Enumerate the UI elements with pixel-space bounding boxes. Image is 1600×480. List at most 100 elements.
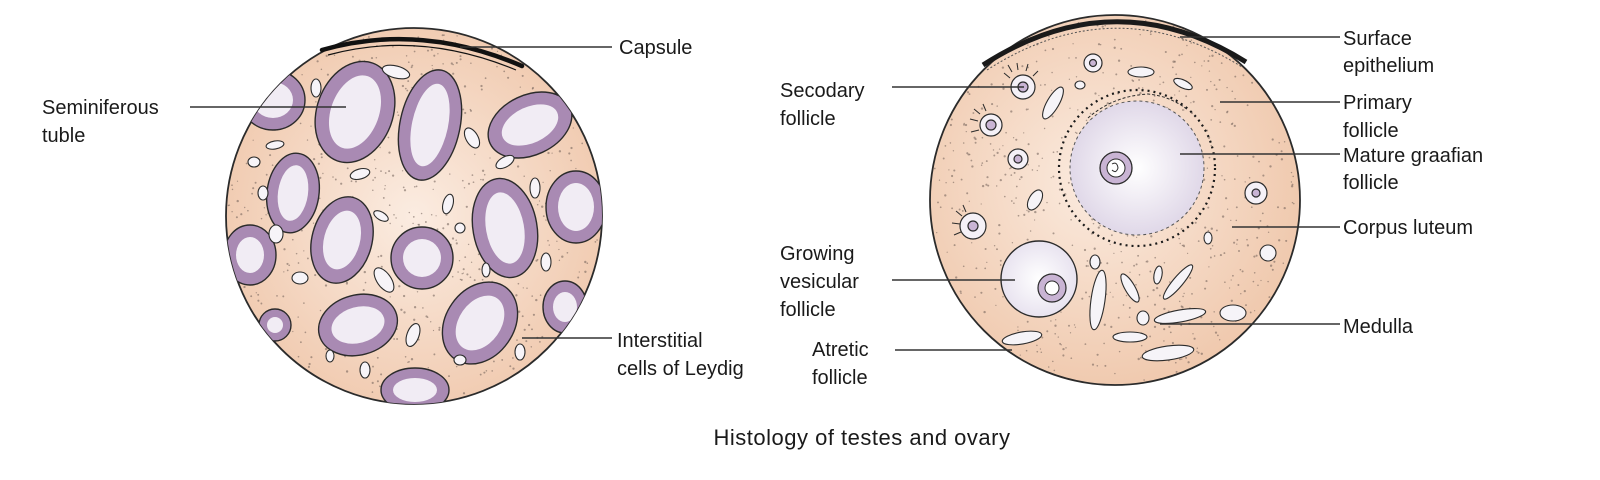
stroma-dot [376, 380, 379, 383]
stroma-dot [1251, 81, 1254, 84]
stroma-dot [1258, 160, 1260, 163]
stroma-dot [1175, 227, 1178, 229]
stroma-dot [989, 143, 992, 145]
stroma-dot [942, 157, 945, 160]
stroma-dot [967, 153, 970, 156]
stroma-dot [547, 151, 550, 155]
stroma-dot [551, 152, 553, 154]
stroma-dot [1104, 24, 1106, 27]
stroma-dot [1233, 124, 1236, 128]
tubule [390, 226, 454, 290]
stroma-dot [1205, 88, 1209, 91]
stroma-dot [1208, 55, 1211, 57]
stroma-dot [1145, 261, 1147, 263]
stroma-dot [536, 258, 539, 261]
stroma-dot [981, 184, 985, 188]
stroma-dot [326, 73, 329, 76]
stroma-dot [1026, 209, 1028, 212]
stroma-dot [1213, 311, 1215, 313]
surface-epithelium [981, 19, 1248, 68]
stroma-dot [413, 318, 416, 321]
stroma-dot [1153, 325, 1157, 329]
stroma-dot [530, 346, 533, 348]
stroma-dot [1146, 295, 1149, 298]
stroma-dot [1027, 164, 1029, 166]
stroma-dot [389, 296, 391, 298]
stroma-dot [1138, 274, 1141, 276]
stroma-dot [426, 49, 430, 52]
stroma-dot [539, 294, 542, 297]
stroma-dot [1020, 175, 1023, 179]
stroma-dot [1285, 239, 1288, 242]
stroma-dot [410, 66, 413, 69]
medulla-vessels [1001, 66, 1277, 362]
stroma-dot [1149, 335, 1152, 338]
stroma-dot [1219, 254, 1222, 257]
stroma-dot [516, 339, 518, 341]
stroma-dot [1141, 87, 1144, 89]
stroma-dot [974, 141, 977, 144]
stroma-dot [1120, 250, 1122, 253]
stroma-dot [479, 373, 482, 376]
stroma-dot [411, 64, 414, 67]
stroma-dot [961, 209, 964, 212]
tubule [317, 293, 399, 357]
label-atretic-follicle: Atretic [812, 339, 869, 361]
stroma-dot [236, 180, 239, 182]
stroma-dot [966, 192, 969, 195]
stroma-dot [466, 273, 469, 276]
stroma-dot [1027, 210, 1030, 213]
stroma-dot [1256, 236, 1259, 239]
stroma-dot [1106, 102, 1109, 105]
stroma-dot [1149, 33, 1152, 36]
label-secondary-follicle: Secodary [780, 80, 865, 102]
stroma-dot [1271, 268, 1274, 271]
stroma-dot [1025, 108, 1028, 111]
stroma-dot [1246, 244, 1250, 247]
stroma-dot [1056, 150, 1059, 153]
label-secondary-follicle-line2: follicle [780, 108, 836, 130]
stroma-dot [1243, 289, 1246, 293]
stroma-dot [446, 223, 450, 226]
stroma-dot [1025, 349, 1028, 352]
stroma-dot [1196, 350, 1198, 353]
stroma-dot [1221, 175, 1223, 177]
stroma-dot [1036, 169, 1038, 172]
stroma-dot [531, 328, 533, 331]
stroma-dot [959, 290, 962, 293]
stroma-dot [527, 323, 531, 327]
stroma-dot [1128, 316, 1131, 318]
stroma-dot [458, 259, 461, 262]
stroma-dot [1246, 104, 1249, 107]
label-growing-vesicular-follicle-line2: vesicular [780, 271, 859, 293]
stroma-dot [1092, 222, 1095, 225]
stroma-dot [406, 89, 409, 92]
stroma-dot [1190, 39, 1193, 41]
stroma-dot [1207, 206, 1210, 209]
stroma-dot [981, 162, 984, 164]
stroma-dot [271, 164, 274, 167]
stroma-dot [1175, 73, 1178, 76]
stroma-dot [1192, 100, 1195, 103]
stroma-dot [1139, 92, 1142, 95]
stroma-dot [334, 178, 337, 181]
stroma-dot [993, 245, 996, 247]
stroma-dot [442, 227, 445, 230]
stroma-dot [518, 310, 521, 313]
stroma-dot [951, 207, 954, 210]
stroma-dot [1283, 206, 1286, 210]
stroma-dot [392, 46, 394, 48]
stroma-dot [1154, 256, 1157, 259]
stroma-dot [1086, 260, 1089, 262]
stroma-dot [960, 178, 963, 181]
stroma-dot [1253, 271, 1256, 274]
label-capsule: Capsule [619, 37, 692, 59]
stroma-dot [227, 204, 230, 207]
stroma-dot [1162, 81, 1165, 84]
stroma-dot [990, 83, 993, 86]
stroma-dot [1144, 350, 1147, 352]
stroma-dot [1113, 252, 1115, 255]
stroma-dot [531, 295, 533, 297]
stroma-dot [1003, 155, 1006, 158]
stroma-dot [1230, 279, 1232, 281]
